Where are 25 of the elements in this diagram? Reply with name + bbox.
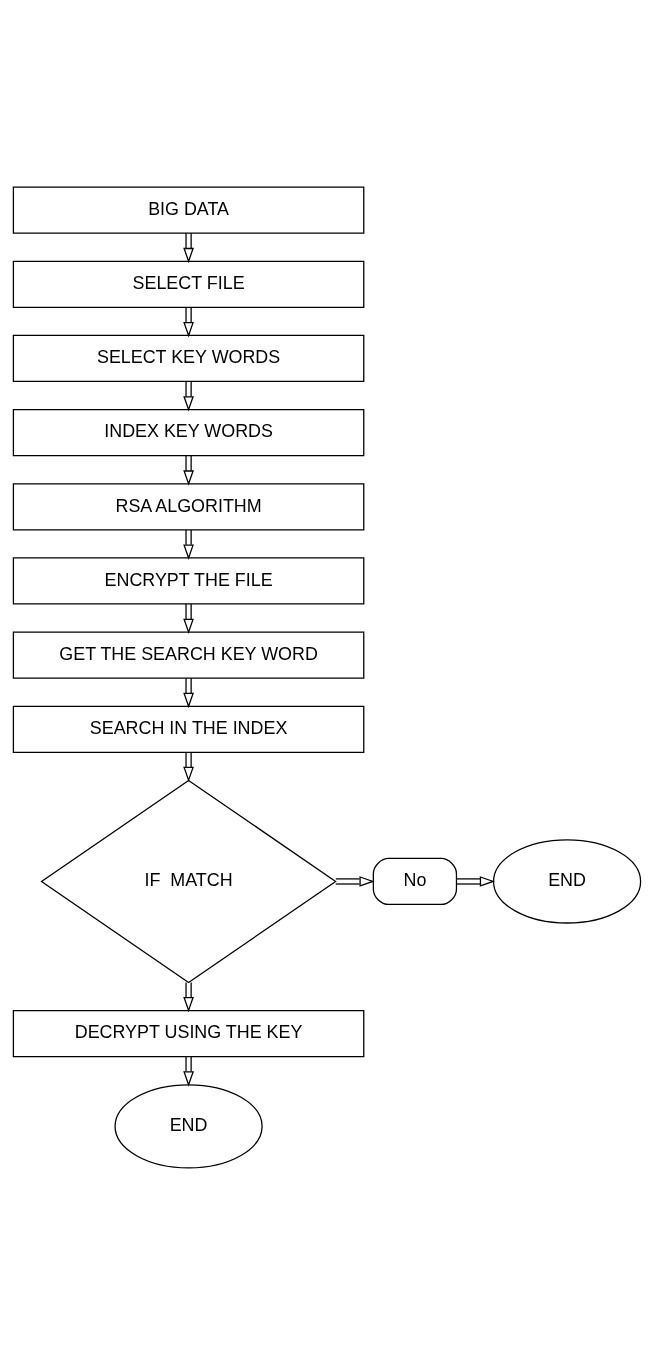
arrow — [455, 875, 496, 887]
arrow — [183, 380, 194, 412]
node-box: GET THE SEARCH KEY WORD — [12, 630, 365, 679]
node-box: SELECT KEY WORDS — [12, 334, 365, 382]
node-box: INDEX KEY WORDS — [12, 408, 365, 456]
arrow — [183, 528, 194, 560]
node-box: No — [372, 857, 458, 905]
node-box: SEARCH IN THE INDEX — [12, 705, 365, 753]
node-box: ENCRYPT THE FILE — [12, 556, 365, 605]
arrow — [183, 677, 194, 708]
node-ellipse: END — [492, 838, 642, 924]
node-box: BIG DATA — [12, 185, 365, 234]
node-box: SELECT FILE — [12, 260, 365, 308]
arrow — [183, 1055, 194, 1087]
arrow — [183, 306, 194, 337]
node-box: DECRYPT USING THE KEY — [12, 1009, 365, 1057]
arrow — [183, 232, 194, 263]
node-diamond: IF MATCH — [40, 779, 337, 983]
arrow — [183, 602, 194, 634]
arrow — [183, 981, 194, 1012]
arrow — [183, 454, 194, 486]
arrow — [335, 875, 375, 887]
node-box: RSA ALGORITHM — [12, 482, 365, 530]
arrow — [183, 751, 194, 782]
node-ellipse: END — [114, 1083, 263, 1169]
